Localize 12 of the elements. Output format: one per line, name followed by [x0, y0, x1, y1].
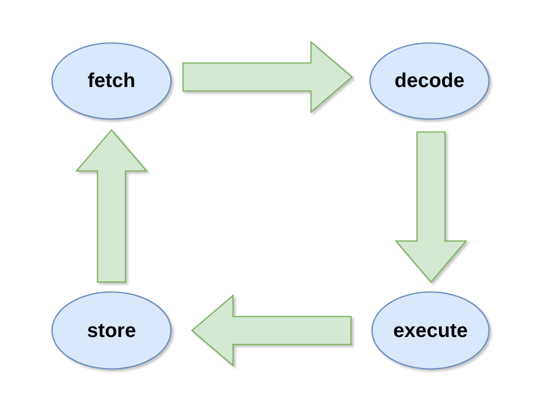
- node-label: store: [87, 320, 136, 342]
- node-label: decode: [394, 70, 465, 92]
- process-ellipse: [51, 291, 172, 370]
- block-arrow: [191, 294, 352, 367]
- node-label: execute: [393, 320, 468, 342]
- block-arrow: [75, 129, 148, 283]
- block-arrow: [394, 131, 468, 283]
- block-arrow: [182, 40, 353, 114]
- node-label: fetch: [88, 70, 136, 92]
- process-ellipse: [51, 42, 172, 120]
- process-ellipse: [369, 42, 490, 120]
- process-ellipse: [371, 291, 490, 370]
